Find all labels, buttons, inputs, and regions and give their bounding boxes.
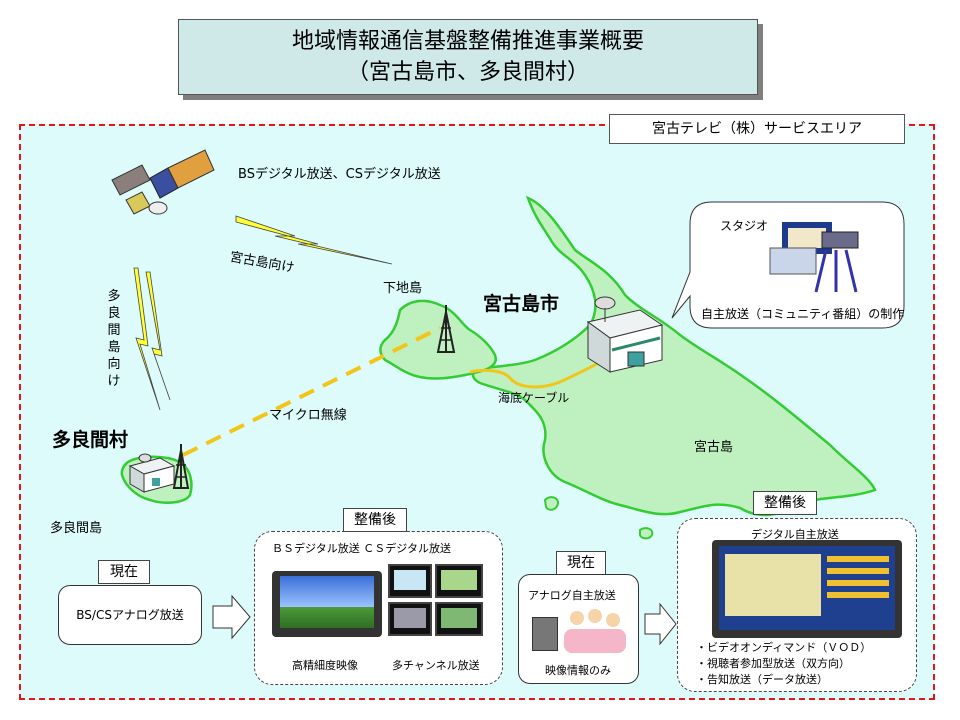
- current-bs-box: BS/CSアナログ放送: [58, 585, 202, 645]
- channel-thumb: [435, 602, 483, 636]
- microwave-label: マイクロ無線: [269, 408, 347, 423]
- microwave-link-line: [182, 326, 441, 457]
- cable-label: 海底ケーブル: [498, 391, 570, 405]
- submarine-cable-line: [469, 360, 601, 389]
- studio-label: スタジオ: [720, 219, 769, 233]
- title-line-2: （宮古島市、多良間村）: [346, 60, 589, 85]
- service-area-label: 宮古テレビ（株）サービスエリア: [609, 114, 905, 144]
- after-bs-header: ＢＳデジタル放送 ＣＳデジタル放送: [272, 542, 452, 555]
- after-local-feature: ・視聴者参加型放送（双方向）: [696, 657, 850, 670]
- shimoji-island-shape: [379, 299, 497, 380]
- satellite-dish-icon: [594, 296, 616, 322]
- after-bs-caption-2: 多チャンネル放送: [392, 659, 480, 672]
- islet-shape: [639, 527, 654, 540]
- tower-icon: [436, 305, 456, 353]
- miyako-island-shape: [471, 195, 877, 517]
- title-line-1: 地域情報通信基盤整備推進事業概要: [291, 29, 644, 54]
- tv-icon: [272, 571, 382, 637]
- family-tv-icon: [530, 605, 630, 657]
- current-bs-tag: 現在: [98, 560, 150, 584]
- broadcast-label: BSデジタル放送、CSデジタル放送: [238, 167, 441, 182]
- lightning-bolt-icon: [145, 271, 171, 401]
- current-local-caption: 映像情報のみ: [545, 664, 611, 677]
- tarama-village-label: 多良間村: [52, 429, 129, 451]
- building-icon: [586, 296, 664, 373]
- after-local-header: デジタル自主放送: [751, 528, 839, 541]
- tower-icon: [172, 444, 190, 489]
- building-icon: [128, 453, 176, 493]
- arrow-right-icon: [212, 594, 251, 640]
- link-tarama-label: 多良間島向け: [107, 289, 121, 389]
- islet-shape: [543, 496, 560, 511]
- tarama-island-label: 多良間島: [50, 521, 103, 536]
- miyako-island-label: 宮古島: [694, 440, 734, 455]
- after-local-feature: ・ビデオオンディマンド（ＶＯＤ）: [696, 641, 872, 654]
- arrow-right-icon: [644, 602, 677, 646]
- channel-thumb: [435, 564, 483, 598]
- tv-icon: [712, 540, 902, 638]
- after-bs-caption-1: 高精細度映像: [292, 659, 358, 672]
- title-box: 地域情報通信基盤整備推進事業概要 （宮古島市、多良間村）: [178, 19, 758, 95]
- after-local-feature: ・告知放送（データ放送）: [696, 673, 828, 686]
- satellite-icon: [111, 149, 215, 215]
- current-local-header: アナログ自主放送: [528, 589, 616, 602]
- shimoji-label: 下地島: [383, 281, 423, 296]
- after-local-tag: 整備後: [753, 491, 817, 515]
- channel-thumb: [388, 602, 432, 636]
- studio-caption: 自主放送（コミュニティ番組）の制作: [701, 307, 905, 321]
- studio-camera-icon: [769, 222, 859, 293]
- satellite-dish-icon: [138, 453, 152, 463]
- lightning-bolt-icon: [235, 215, 393, 265]
- miyako-city-label: 宮古島市: [483, 293, 560, 315]
- after-bs-tag: 整備後: [343, 508, 407, 532]
- lightning-bolt-icon: [133, 267, 161, 411]
- channel-thumb: [388, 564, 432, 598]
- current-local-tag: 現在: [556, 551, 606, 575]
